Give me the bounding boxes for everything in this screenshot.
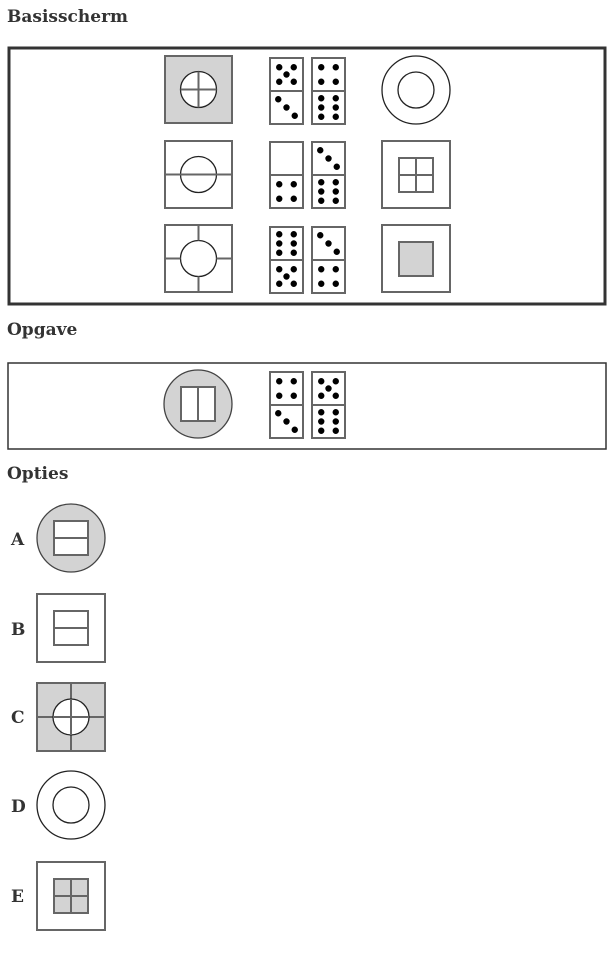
base-domino-right-bottom-pip: [332, 280, 339, 287]
base-domino-right-top-pip: [318, 64, 325, 71]
base-domino-right-bottom-pip: [318, 188, 325, 195]
task-domino-right-bottom-pip: [318, 418, 325, 425]
base-domino-left-bottom-pip: [290, 280, 297, 287]
task-domino-left-bottom-pip: [275, 410, 282, 417]
base-domino-left-top-pip: [290, 249, 297, 256]
figure-square-circle-four-spokes: [164, 224, 233, 293]
base-domino-left-bottom-pip: [290, 266, 297, 273]
task-domino-right-bottom-pip: [318, 427, 325, 434]
task-domino-right-top-pip: [318, 378, 325, 385]
task-figure-gray-circle-vertical-rect: [163, 369, 233, 439]
base-domino-right-bottom-pip: [318, 95, 325, 102]
figure-square-with-gray-square: [381, 224, 451, 293]
base-domino-right-bottom-pip: [318, 113, 325, 120]
base-domino-right-top-pip: [332, 64, 339, 71]
task-domino-right-bottom-pip: [332, 418, 339, 425]
task-domino-left-bottom-pip: [291, 426, 298, 433]
base-domino-right-bottom-pip: [332, 113, 339, 120]
base-domino-right-bottom-pip: [332, 95, 339, 102]
base-domino-left-bottom-pip: [276, 195, 283, 202]
base-domino-right-bottom-pip: [318, 179, 325, 186]
option-label-a[interactable]: A: [11, 530, 25, 550]
base-domino-left-bottom-pip: [276, 181, 283, 188]
base-domino-left-bottom-pip: [276, 266, 283, 273]
option-label-b[interactable]: B: [11, 620, 26, 640]
figure-double-circle: [381, 55, 451, 125]
base-domino-right-top-pip: [332, 78, 339, 85]
base-panel: [7, 46, 607, 306]
base-domino-left-top-pip: [283, 71, 290, 78]
base-domino-right-bottom-pip: [318, 104, 325, 111]
base-domino-left-top-pip: [276, 249, 283, 256]
base-domino-left-bottom-pip: [290, 181, 297, 188]
task-domino-right-top-pip: [332, 392, 339, 399]
option-a-figure[interactable]: [36, 503, 106, 573]
task-domino-right-bottom-pip: [318, 409, 325, 416]
base-domino-left-bottom-pip: [276, 280, 283, 287]
option-label-d[interactable]: D: [11, 797, 26, 817]
base-domino-left-top-pip: [276, 231, 283, 238]
task-domino-right-bottom-pip: [332, 409, 339, 416]
option-label-c[interactable]: C: [11, 708, 25, 728]
base-domino-right-bottom-pip: [332, 188, 339, 195]
task-domino-right-top-pip: [332, 378, 339, 385]
base-domino-left-top-pip: [276, 64, 283, 71]
base-domino-right-top-pip: [317, 232, 324, 239]
base-domino-right-top-pip: [333, 248, 340, 255]
task-domino-left-bottom-pip: [283, 418, 290, 425]
base-domino-left-bottom-pip: [275, 96, 282, 103]
base-domino-right-top-pip: [325, 155, 332, 162]
base-domino-right-top-pip: [318, 78, 325, 85]
option-d-figure[interactable]: [36, 770, 106, 840]
base-domino-right-bottom-pip: [318, 280, 325, 287]
section-title-task: Opgave: [7, 320, 78, 340]
task-panel: [7, 362, 607, 450]
base-domino-left-top-pip: [276, 78, 283, 85]
base-domino-left-top-pip: [290, 64, 297, 71]
base-domino-left-top-pip: [290, 78, 297, 85]
base-domino-right-bottom-pip: [332, 179, 339, 186]
option-c-figure[interactable]: [36, 682, 106, 752]
base-domino-right-bottom-pip: [318, 266, 325, 273]
base-domino-left-bottom-pip: [283, 104, 290, 111]
task-domino-left-top-pip: [276, 392, 283, 399]
base-domino-right-bottom-pip: [332, 197, 339, 204]
dominos-layer: [269, 57, 346, 439]
base-domino-left-bottom-pip: [290, 195, 297, 202]
task-domino-right-bottom-pip: [332, 427, 339, 434]
base-domino-right-bottom-pip: [332, 266, 339, 273]
task-domino-right-top-pip: [325, 385, 332, 392]
base-domino-right-bottom-pip: [332, 104, 339, 111]
base-domino-left-top-pip: [290, 240, 297, 247]
base-domino-right-top-pip: [325, 240, 332, 247]
task-domino-left-top-pip: [276, 378, 283, 385]
task-domino-right-top-pip: [318, 392, 325, 399]
option-b-figure[interactable]: [36, 593, 106, 663]
base-domino-left-bottom-pip: [291, 112, 298, 119]
base-domino-right-top-pip: [317, 147, 324, 154]
section-title-options: Opties: [7, 464, 69, 484]
figure-gray-square-crossed-circle: [164, 55, 233, 124]
base-domino-right-top-pip: [333, 163, 340, 170]
base-domino-left-bottom-pip: [283, 273, 290, 280]
base-domino-left-top-pip: [290, 231, 297, 238]
base-domino-left-top-pip: [276, 240, 283, 247]
option-e-figure[interactable]: [36, 861, 106, 931]
section-title-base: Basisscherm: [7, 7, 129, 27]
figure-square-circle-horizontal-line: [164, 140, 233, 209]
option-label-e[interactable]: E: [11, 887, 24, 907]
task-domino-left-top-pip: [290, 392, 297, 399]
task-domino-left-top-pip: [290, 378, 297, 385]
base-domino-right-bottom-pip: [318, 197, 325, 204]
figure-square-with-grid: [381, 140, 451, 209]
